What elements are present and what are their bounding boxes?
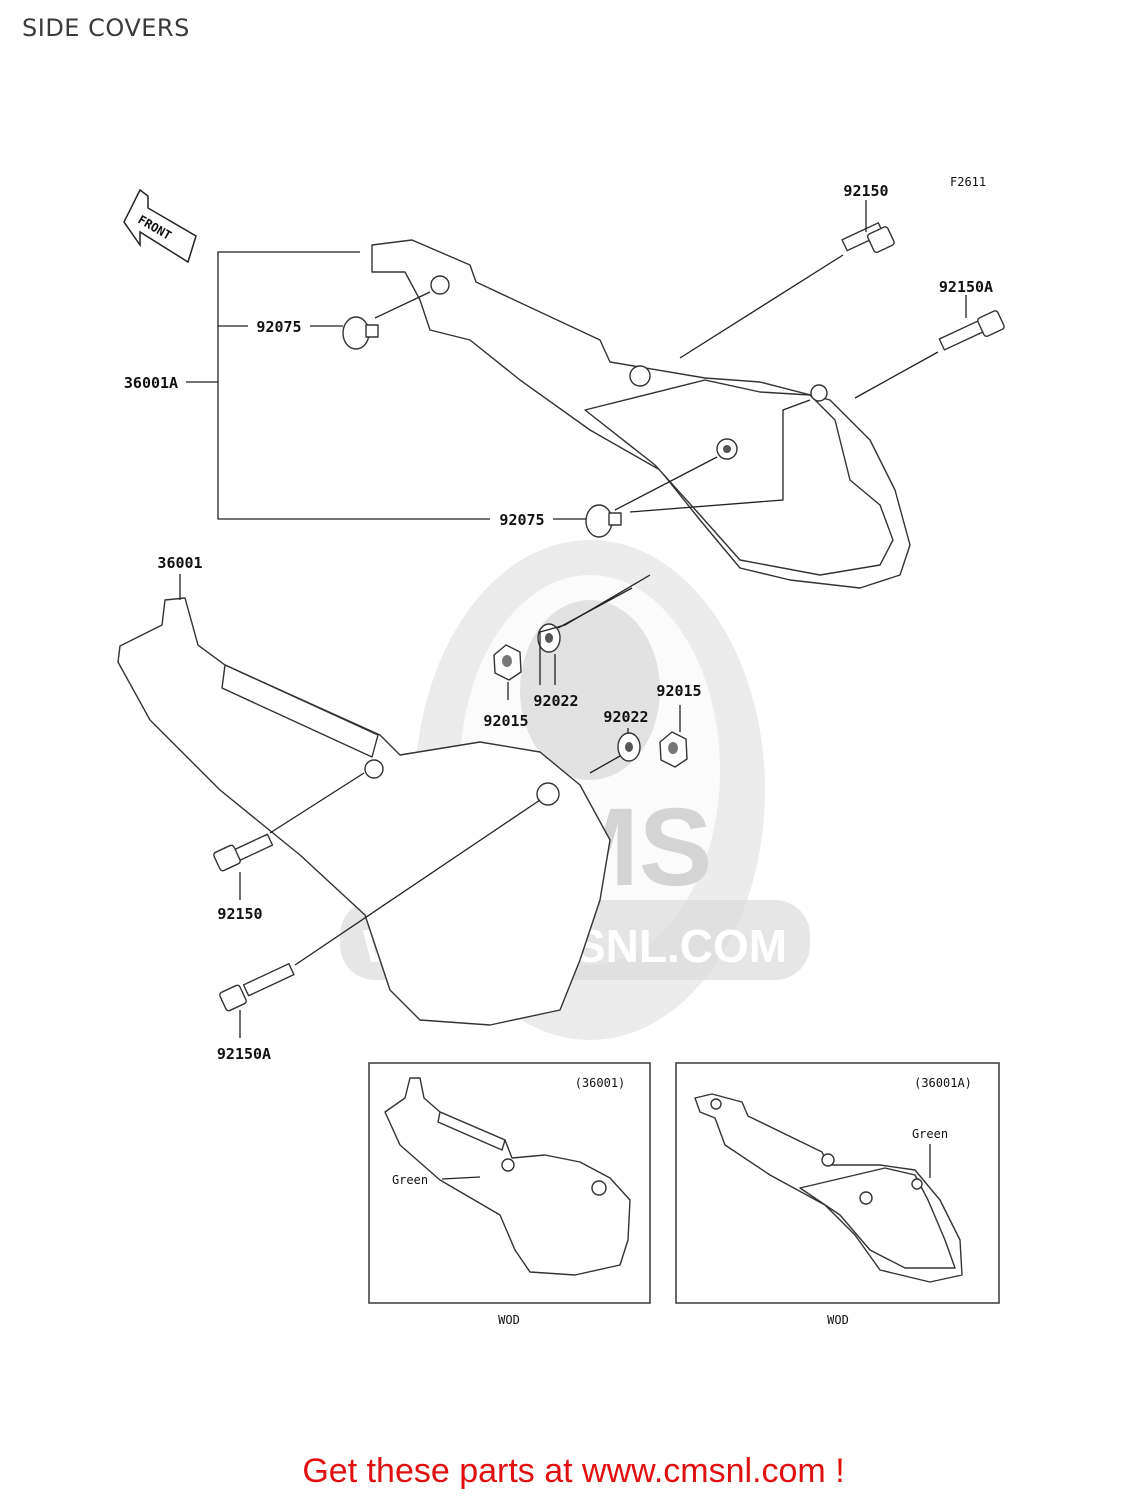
inset-36001a-caption: WOD [827,1313,849,1327]
cap-92075-upper-icon [342,316,379,350]
washer-92022-upper-icon [537,623,561,653]
callout-92015-lower: 92015 [656,682,701,700]
bolt-92150-top-icon [841,222,895,254]
callout-92075-lower: 92075 [499,511,544,529]
callout-92150-top: 92150 [843,182,888,200]
footer-cta-link[interactable]: Get these parts at www.cmsnl.com ! [302,1452,845,1490]
bolt-92150a-top-icon [938,310,1005,351]
parts-diagram: CMS WWW.CMSNL.COM FRONT F2611 [117,175,1005,1327]
callout-36001a: 36001A [124,374,178,392]
callout-92150a-bottom: 92150A [217,1045,271,1063]
page-title: SIDE COVERS [22,14,190,42]
inset-36001a: (36001A) Green WOD [675,1062,1000,1327]
callout-92022-lower: 92022 [603,708,648,726]
side-cover-36001a [371,239,911,589]
washer-92022-lower-icon [617,732,641,762]
inset-36001-color-note: Green [392,1173,428,1187]
inset-36001: (36001) Green WOD [368,1062,651,1327]
front-arrow-icon: FRONT [123,188,197,264]
bolt-92150-bottom-icon [213,833,274,872]
inset-36001-ref: (36001) [575,1076,626,1090]
inset-36001a-color-note: Green [912,1127,948,1141]
callout-92022-upper: 92022 [533,692,578,710]
nut-92015-upper-icon [493,644,522,681]
inset-36001a-ref: (36001A) [914,1076,972,1090]
cap-92075-lower-icon [585,504,622,538]
callout-36001: 36001 [157,554,202,572]
callout-92150a-top: 92150A [939,278,993,296]
bolt-92150a-bottom-icon [219,963,295,1012]
callout-92150-bottom: 92150 [217,905,262,923]
side-cover-36001 [117,597,611,1026]
callout-92075-upper: 92075 [256,318,301,336]
callout-92015-upper: 92015 [483,712,528,730]
nut-92015-lower-icon [659,731,688,768]
inset-36001-caption: WOD [498,1313,520,1327]
leader-lines [179,200,967,1038]
figure-code: F2611 [950,175,986,189]
